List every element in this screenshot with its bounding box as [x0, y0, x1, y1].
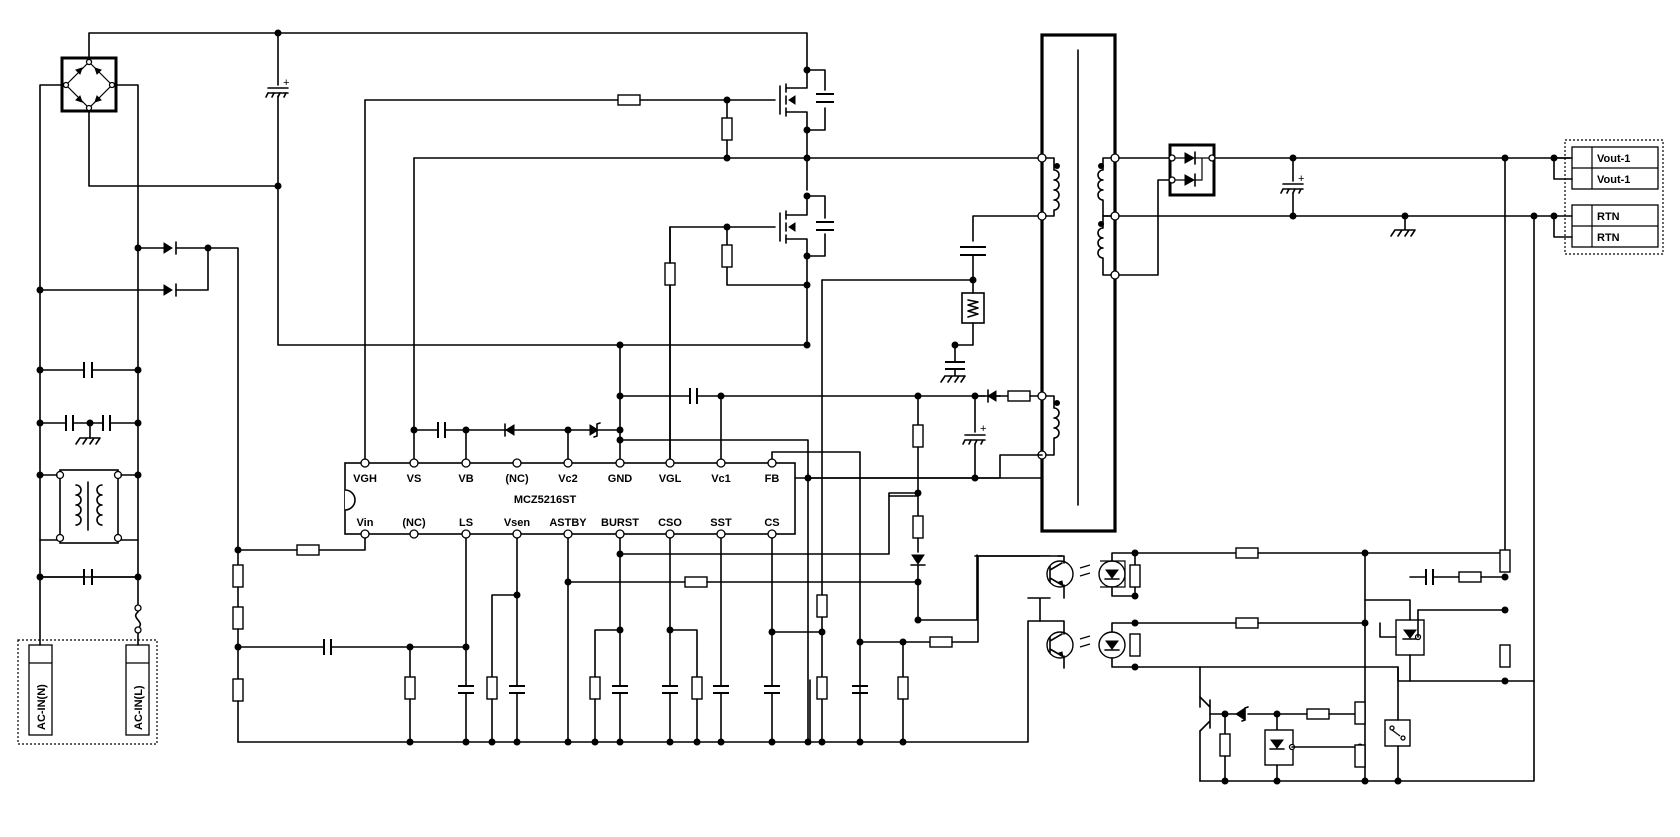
optocoupler-2-receiver	[1046, 631, 1074, 659]
vcc-cap-plus: +	[980, 423, 986, 435]
transformer-core	[1040, 33, 1117, 533]
optocoupler-1-receiver	[1046, 560, 1074, 588]
vcc-supply: +	[888, 389, 1043, 624]
pin-nc-bottom: (NC)	[402, 517, 426, 529]
feedback-section	[974, 547, 1535, 785]
pin-sst: SST	[710, 517, 732, 529]
output-cap-plus: +	[1298, 173, 1304, 185]
output-rectifier	[1168, 143, 1216, 197]
bridge-rectifier	[60, 56, 118, 113]
pin-vgh: VGH	[353, 473, 377, 485]
gate-resistor-high	[617, 94, 641, 106]
vout1-label-a: Vout-1	[1597, 153, 1630, 165]
pin-nc-top: (NC)	[505, 473, 529, 485]
pin-vc1: Vc1	[711, 473, 731, 485]
gate-resistor-low	[664, 262, 676, 286]
vin-resistor	[296, 544, 320, 556]
pin-cso: CSO	[658, 517, 682, 529]
half-bridge-section: +	[265, 29, 1043, 743]
pin-astby: ASTBY	[549, 517, 587, 529]
ac-input-connector	[17, 639, 158, 745]
shunt-regulator-2	[1264, 729, 1294, 766]
input-section: AC-IN(N) AC-IN(L)	[17, 32, 808, 745]
pin-burst: BURST	[601, 517, 639, 529]
pin-vin: Vin	[357, 517, 374, 529]
pin-vs: VS	[407, 473, 422, 485]
current-sense-resistor	[961, 292, 985, 324]
ic-body	[344, 462, 796, 535]
output-connector	[1564, 139, 1664, 255]
output-section: + Vout-1 Vout-1 RTN RTN	[1118, 139, 1664, 682]
bulk-cap-plus: +	[283, 77, 289, 89]
controller-ic: MCZ5216ST VGH VS VB (NC) Vc2 GND VGL Vc1…	[344, 99, 1043, 743]
pin-ls: LS	[459, 517, 473, 529]
pin-vgl: VGL	[659, 473, 682, 485]
pin-vsen: Vsen	[504, 517, 531, 529]
transformer	[807, 33, 1120, 533]
ac-in-l-label: AC-IN(L)	[133, 685, 145, 730]
pin-fb: FB	[765, 473, 780, 485]
pin-gnd: GND	[608, 473, 633, 485]
common-mode-choke	[59, 469, 119, 544]
ic-name: MCZ5216ST	[514, 494, 577, 506]
fuse-terminal	[134, 604, 142, 612]
rtn-label-b: RTN	[1597, 232, 1620, 244]
pin-cs: CS	[764, 517, 779, 529]
rtn-label-a: RTN	[1597, 211, 1620, 223]
ac-in-n-label: AC-IN(N)	[36, 684, 48, 730]
pin-vc2: Vc2	[558, 473, 578, 485]
thermal-switch	[1384, 719, 1411, 747]
vout1-label-b: Vout-1	[1597, 174, 1630, 186]
pin-vb: VB	[458, 473, 473, 485]
